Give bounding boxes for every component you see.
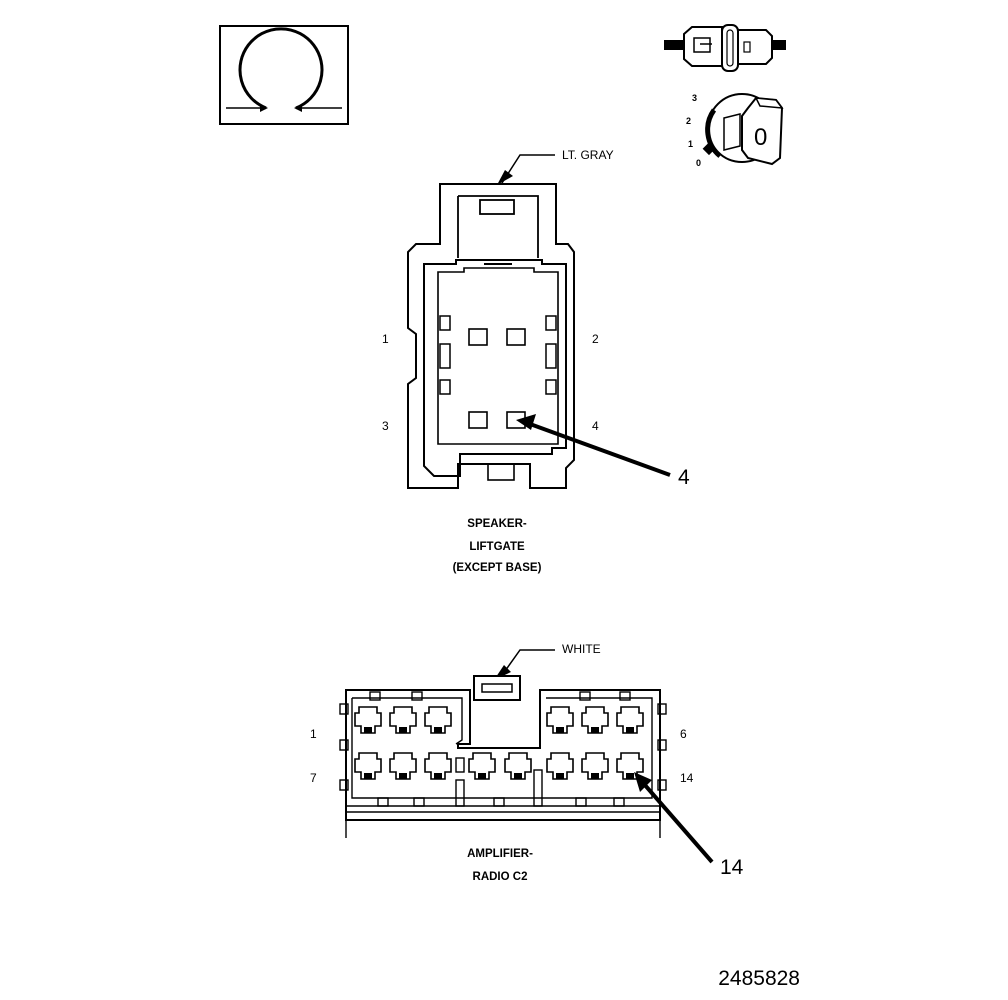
- key-label: 0: [754, 124, 767, 151]
- ignition-position-2: 2: [686, 116, 691, 126]
- connector-housing: [345, 689, 661, 821]
- cavity-1: [354, 706, 382, 734]
- cavity-9: [424, 752, 452, 780]
- cavity-3: [424, 706, 452, 734]
- cavity-10: [468, 752, 496, 780]
- latch: [479, 199, 515, 215]
- ignition-position-0: 0: [696, 158, 701, 168]
- cavity-5: [581, 706, 609, 734]
- ignition-position-1: 1: [688, 139, 693, 149]
- cavity-2: [506, 328, 526, 346]
- pin-label-6: 6: [680, 727, 687, 741]
- cavity-11: [504, 752, 532, 780]
- cavity-12: [546, 752, 574, 780]
- pin-label-1: 1: [310, 727, 317, 741]
- caption-line-1: AMPLIFIER-: [467, 848, 533, 860]
- color-label: LT. GRAY: [562, 148, 614, 162]
- cavity-4: [546, 706, 574, 734]
- ignition-position-3: 3: [692, 93, 697, 103]
- figure-id: 2485828: [718, 967, 800, 990]
- pin-label-4: 4: [592, 419, 599, 433]
- cavity-8: [389, 752, 417, 780]
- caption-line-1: SPEAKER-: [467, 518, 527, 530]
- cavity-3: [468, 411, 488, 429]
- ignition-key-icon: 0 3 2 1 0: [686, 93, 784, 168]
- pin-label-1: 1: [382, 332, 389, 346]
- caption-line-3: (EXCEPT BASE): [453, 562, 542, 574]
- color-leader-line: [499, 649, 555, 679]
- color-leader-line: [501, 154, 555, 184]
- cavity-6: [616, 706, 644, 734]
- speaker-liftgate-connector: LT. GRAY 1 2 3 4 4 SPEAKER-: [382, 148, 690, 574]
- cavity-7: [354, 752, 382, 780]
- pin-label-14: 14: [680, 771, 694, 785]
- cavity-2: [389, 706, 417, 734]
- caption-line-2: RADIO C2: [473, 871, 528, 883]
- callout-number: 4: [678, 466, 690, 489]
- color-label: WHITE: [562, 642, 601, 656]
- callout-number: 14: [720, 856, 744, 879]
- cavity-13: [581, 752, 609, 780]
- ohm-meter-icon: [219, 25, 349, 125]
- latch: [473, 675, 521, 701]
- callout-arrow: [642, 782, 714, 864]
- cavity-1: [468, 328, 488, 346]
- caption-line-2: LIFTGATE: [469, 541, 525, 553]
- inline-connector-icon: [664, 24, 786, 72]
- pin-label-3: 3: [382, 419, 389, 433]
- callout-arrow: [529, 422, 671, 477]
- pin-label-2: 2: [592, 332, 599, 346]
- connector-housing: [407, 183, 575, 489]
- amplifier-radio-c2-connector: WHITE: [310, 642, 744, 883]
- pin-label-7: 7: [310, 771, 317, 785]
- color-leader-arrow: [497, 170, 513, 185]
